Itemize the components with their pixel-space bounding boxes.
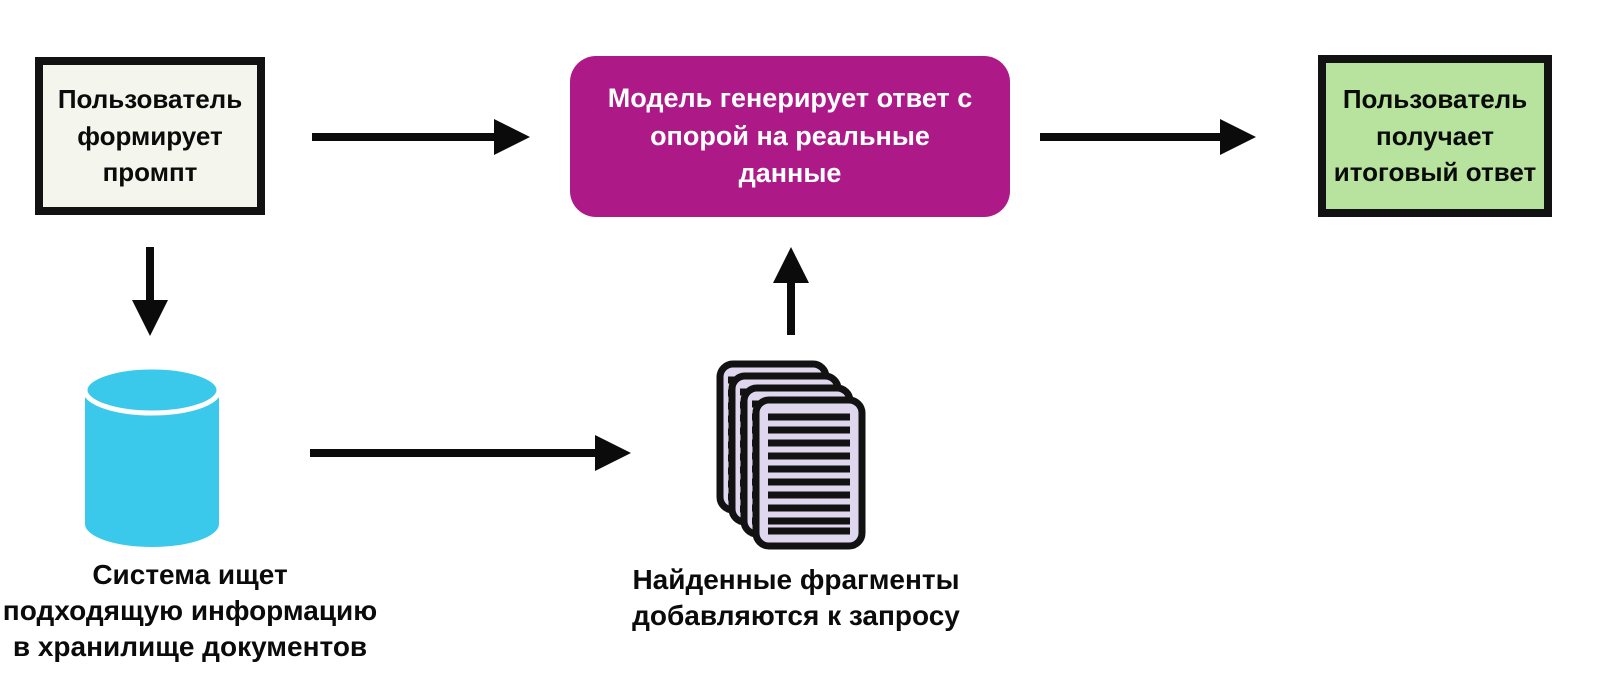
arrow-model-to-final <box>1040 119 1256 155</box>
node-model-generates-answer-label: Модель генерирует ответ с опорой на реал… <box>607 82 973 189</box>
caption-storage-search: Система ищет подходящую информацию в хра… <box>2 559 378 662</box>
node-model-generates-answer: Модель генерирует ответ с опорой на реал… <box>570 56 1010 217</box>
node-user-receives-answer-label: Пользователь получает итоговый ответ <box>1333 84 1537 188</box>
node-user-forms-prompt: Пользователь формирует промпт <box>35 57 265 215</box>
document-stack-svg <box>716 360 866 550</box>
database-cylinder-svg <box>82 364 222 547</box>
node-user-forms-prompt-label: Пользователь формирует промпт <box>57 84 243 188</box>
database-lid <box>82 364 222 416</box>
arrow-fragments-to-model <box>773 247 809 335</box>
document-page-front <box>752 396 866 550</box>
document-stack-icon <box>716 360 868 557</box>
database-cylinder-icon <box>80 362 224 559</box>
arrow-prompt-to-storage <box>132 247 168 336</box>
node-user-receives-answer: Пользователь получает итоговый ответ <box>1318 55 1552 217</box>
caption-fragments-added: Найденные фрагменты добавляются к запрос… <box>632 564 960 631</box>
database-body <box>85 392 219 547</box>
arrow-prompt-to-model <box>312 119 530 155</box>
arrow-storage-to-fragments <box>310 435 631 471</box>
